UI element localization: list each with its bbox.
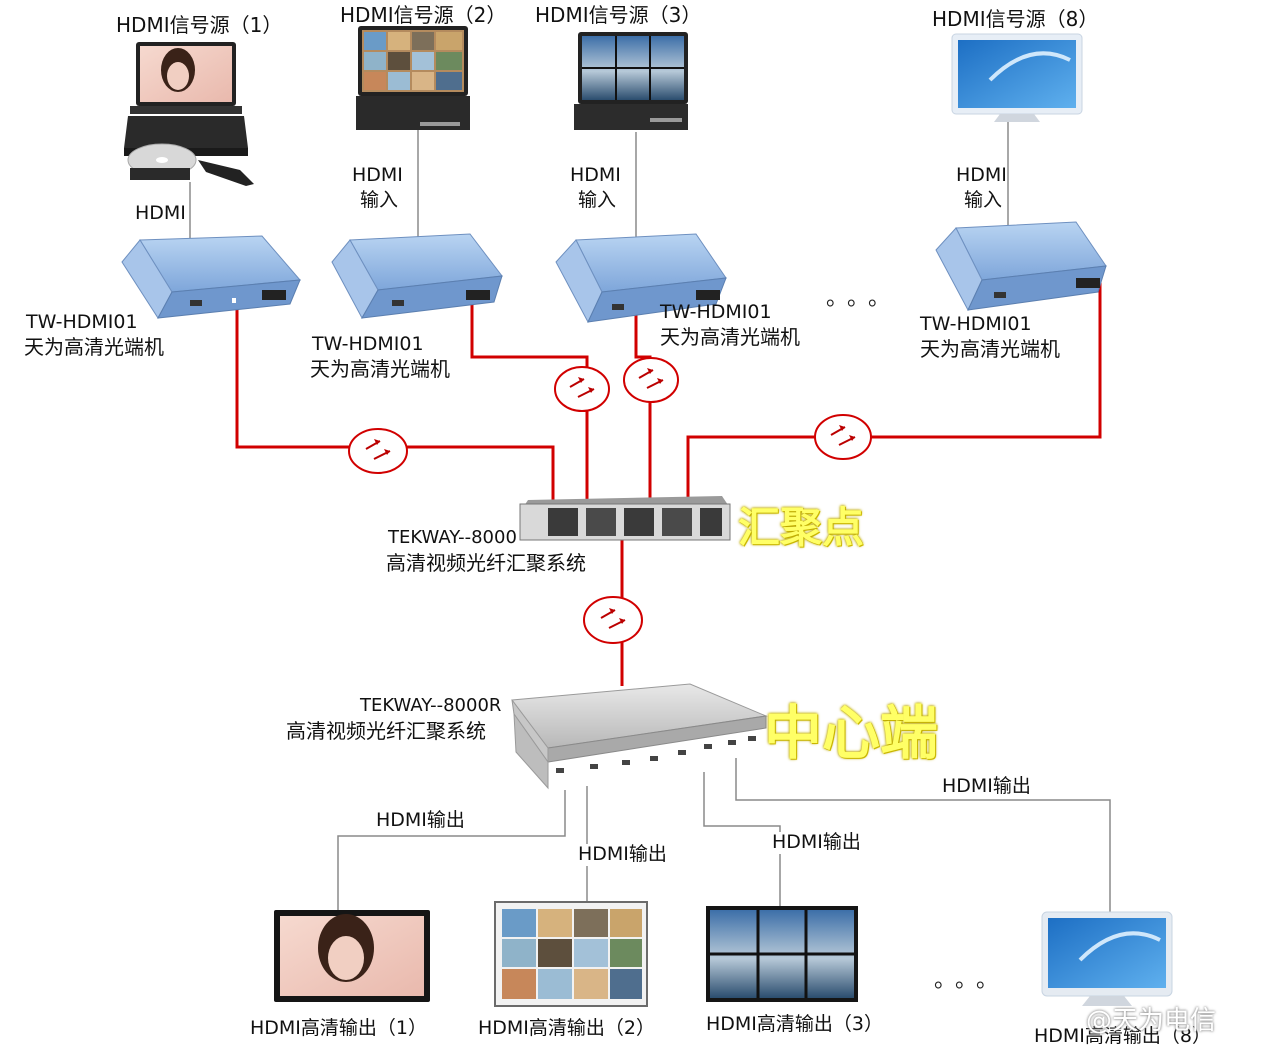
transceiver-model: TW-HDMI01 <box>660 301 772 323</box>
output-label-3: HDMI高清输出（3） <box>706 1013 884 1035</box>
tv-icon <box>274 910 430 1002</box>
center-model: TEKWAY--8000R <box>360 695 502 716</box>
fiber-link-icon <box>583 596 643 644</box>
hdmi-output-label: HDMI输出 <box>942 775 1031 798</box>
optical-transceiver-1 <box>121 235 302 319</box>
monitor-icon <box>1041 911 1173 1006</box>
watermark: @天为电信 <box>1086 1006 1217 1036</box>
more-sources-ellipsis: 。。。 <box>826 286 901 311</box>
hdmi-output-label: HDMI输出 <box>578 843 667 866</box>
aggregator-badge: 汇聚点 <box>738 503 865 552</box>
source-title-2: HDMI信号源（2） <box>340 3 507 27</box>
optical-transceiver-3 <box>555 233 727 324</box>
fiber-link-icon <box>623 357 679 403</box>
hdmi-link-label: HDMI <box>135 202 186 225</box>
hdmi-link-label: HDMI <box>956 164 1007 187</box>
output-label-2: HDMI高清输出（2） <box>478 1017 656 1039</box>
center-rack-unit <box>511 683 768 790</box>
laptop-icon <box>356 26 470 130</box>
hdmi-link-label: HDMI <box>352 164 403 187</box>
transceiver-name: 天为高清光端机 <box>920 337 1060 361</box>
aggregator-name: 高清视频光纤汇聚系统 <box>386 551 586 575</box>
monitor-icon <box>951 33 1083 122</box>
hdmi-link-label: HDMI <box>570 164 621 187</box>
tv-icon <box>706 906 858 1002</box>
optical-transceiver-8 <box>935 221 1107 312</box>
hdmi-input-label: 输入 <box>964 189 1003 212</box>
transceiver-model: TW-HDMI01 <box>26 311 138 333</box>
source-title-8: HDMI信号源（8） <box>932 7 1099 31</box>
laptop-icon <box>574 32 688 130</box>
output-label-1: HDMI高清输出（1） <box>250 1017 428 1039</box>
source-title-3: HDMI信号源（3） <box>535 3 702 27</box>
hdmi-input-label: 输入 <box>578 189 617 212</box>
transceiver-name: 天为高清光端机 <box>24 335 164 359</box>
transceiver-model: TW-HDMI01 <box>312 333 424 355</box>
hdmi-output-label: HDMI输出 <box>772 831 861 854</box>
dvd-player-icon <box>124 42 254 186</box>
transceiver-name: 天为高清光端机 <box>310 357 450 381</box>
fiber-link-icon <box>554 366 610 412</box>
transceiver-model: TW-HDMI01 <box>920 313 1032 335</box>
source-title-1: HDMI信号源（1） <box>116 13 283 37</box>
more-outputs-ellipsis: 。。。 <box>934 968 1009 993</box>
center-name: 高清视频光纤汇聚系统 <box>286 719 486 743</box>
aggregator-chassis <box>519 496 731 541</box>
center-badge: 中心端 <box>764 699 939 767</box>
hdmi-output-label: HDMI输出 <box>376 809 465 832</box>
optical-transceiver-2 <box>331 233 503 320</box>
hdmi-input-label: 输入 <box>360 189 399 212</box>
tv-icon <box>494 901 648 1007</box>
transceiver-name: 天为高清光端机 <box>660 325 800 349</box>
output-label-8: HDMI高清输出（8） <box>1034 1025 1212 1047</box>
fiber-link-icon <box>348 428 408 474</box>
aggregator-model: TEKWAY--8000 <box>388 527 517 548</box>
fiber-link-icon <box>814 414 872 460</box>
